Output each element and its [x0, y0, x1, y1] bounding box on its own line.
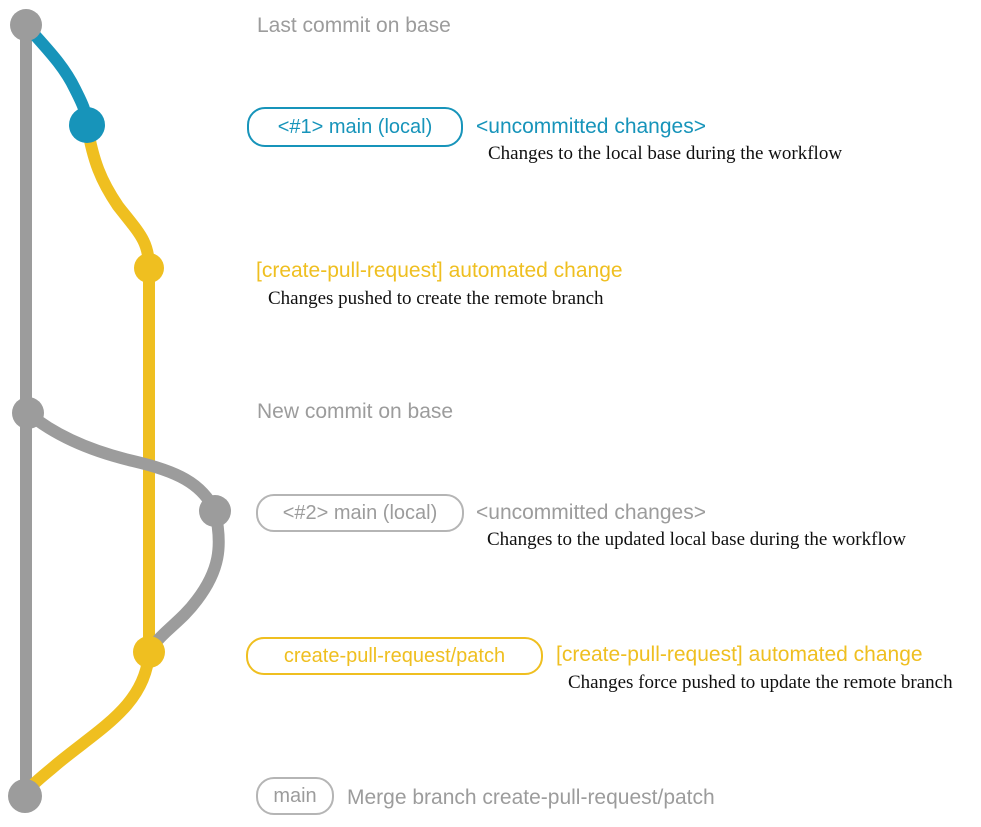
automated-change-commit-message-1: [create-pull-request] automated change [256, 259, 623, 282]
commit-dot-merge-main [8, 779, 42, 813]
commit-dot-local-main-2 [199, 495, 231, 527]
automated-change-desc-2: Changes force pushed to update the remot… [568, 672, 953, 693]
commit-dot-automated-change-1 [134, 253, 164, 283]
last-commit-on-base-label: Last commit on base [257, 14, 451, 37]
commit-dot-last-base [10, 9, 42, 41]
automated-change-commit-message-2: [create-pull-request] automated change [556, 643, 923, 666]
uncommitted-changes-label-1: <uncommitted changes> [476, 115, 706, 138]
branch-badge-create-pull-request-patch: create-pull-request/patch [246, 637, 543, 675]
new-commit-on-base-label: New commit on base [257, 400, 454, 423]
branch-badge-main-local-1: <#1> main (local) [247, 107, 463, 147]
branch-badge-main-local-2: <#2> main (local) [256, 494, 464, 532]
uncommitted-changes-label-2: <uncommitted changes> [476, 501, 706, 524]
local2-to-patch-curve [143, 505, 225, 658]
uncommitted-changes-desc-2: Changes to the updated local base during… [487, 529, 906, 550]
commit-dot-new-base [12, 397, 44, 429]
commit-dot-automated-change-2 [133, 636, 165, 668]
automated-change-desc-1: Changes pushed to create the remote bran… [268, 288, 604, 309]
uncommitted-changes-desc-1: Changes to the local base during the wor… [488, 143, 843, 164]
branch-badge-main: main [256, 777, 334, 815]
commit-dot-local-main-1 [69, 107, 105, 143]
merge-commit-message: Merge branch create-pull-request/patch [347, 786, 715, 809]
new-base-to-local2-curve [22, 407, 221, 517]
